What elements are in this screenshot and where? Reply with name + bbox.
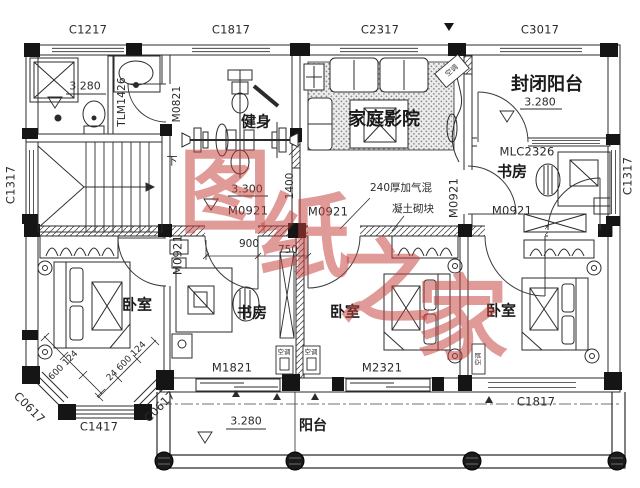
level-label-bathroom: 3.280 [69, 79, 101, 93]
bedroom-middle-furniture [383, 235, 463, 364]
level-label-balcony: 3.280 [230, 414, 262, 428]
stairs [37, 141, 163, 233]
columns [22, 43, 622, 420]
room-label-balcony: 阳台 [299, 418, 327, 434]
window-label-c2317: C2317 [360, 22, 400, 37]
room-label-bedroom-middle: 卧室 [329, 302, 361, 321]
door-label-m0921-hall-bedroom: M0921 [307, 204, 349, 219]
window-label-c1817-top: C1817 [211, 22, 251, 37]
dimension-lines [40, 148, 405, 402]
bedroom-left-furniture [37, 235, 131, 360]
gym-equipment [181, 69, 299, 178]
floor-drain-icon [54, 114, 62, 122]
ac-label-balcony-right: 空调 [304, 347, 318, 356]
flue-duct [279, 251, 295, 339]
dim-label-750: 750 [277, 243, 299, 256]
stair-direction-label: 下 [166, 154, 178, 168]
room-label-study-top: 书房 [496, 162, 528, 181]
dim-label-900: 900 [238, 237, 260, 250]
door-label-m0921-bedroom-left: M0921 [170, 234, 185, 276]
dim-label-1400: 1400 [283, 172, 296, 200]
room-label-fitness: 健身 [240, 112, 272, 131]
room-label-bedroom-left: 卧室 [121, 295, 153, 314]
level-label-fitness: 3.300 [231, 182, 263, 196]
level-symbols [47, 93, 562, 444]
threshold-marks [232, 390, 493, 403]
level-label-enclosed-balcony: 3.280 [524, 95, 556, 109]
door-label-m2321: M2321 [361, 360, 403, 375]
ac-units [275, 53, 486, 375]
room-label-home-theater: 家庭影院 [348, 109, 420, 130]
door-label-m0921-study-top: M0921 [491, 203, 533, 218]
window-label-c3017: C3017 [520, 22, 560, 37]
room-label-study-bottom: 书房 [236, 303, 268, 322]
door-label-m0821: M0821 [170, 85, 183, 123]
balcony-outline [156, 392, 626, 469]
window-lines [29, 47, 616, 388]
bathroom-fixtures [29, 55, 161, 135]
room-label-enclosed-balcony: 封闭阳台 [511, 74, 583, 95]
window-label-c1417: C1417 [79, 419, 119, 434]
balcony-columns [154, 451, 627, 471]
door-label-m1821: M1821 [211, 360, 253, 375]
bedroom-right-furniture [521, 239, 602, 364]
window-label-c1317-right: C1317 [620, 156, 635, 196]
study-top-furniture [523, 151, 611, 233]
window-label-c1217: C1217 [68, 22, 108, 37]
wall-note-line1: 240厚加气混 [369, 181, 433, 194]
ac-label-balcony-left: 空调 [277, 347, 291, 356]
door-label-m0921-hall-study: M0921 [227, 203, 269, 218]
door-label-tlm1426: TLM1426 [115, 77, 128, 127]
section-marker [444, 23, 454, 31]
ac-label-bedroom-wall: 空调 [473, 352, 482, 366]
wall-note-line2: 凝土砌块 [392, 202, 434, 215]
door-label-m0921-theater: M0921 [446, 177, 461, 219]
door-openings [161, 84, 600, 286]
home-theater-furniture [303, 57, 463, 163]
window-label-c1817-bottom: C1817 [516, 394, 556, 409]
window-label-c1317-left: C1317 [3, 165, 18, 205]
door-swings [117, 83, 601, 297]
room-label-bedroom-right: 卧室 [485, 301, 517, 320]
sliding-doors [195, 378, 431, 392]
toilet-icon [82, 100, 106, 128]
study-bottom-furniture [169, 239, 260, 359]
door-label-mlc2326: MLC2326 [499, 144, 555, 159]
